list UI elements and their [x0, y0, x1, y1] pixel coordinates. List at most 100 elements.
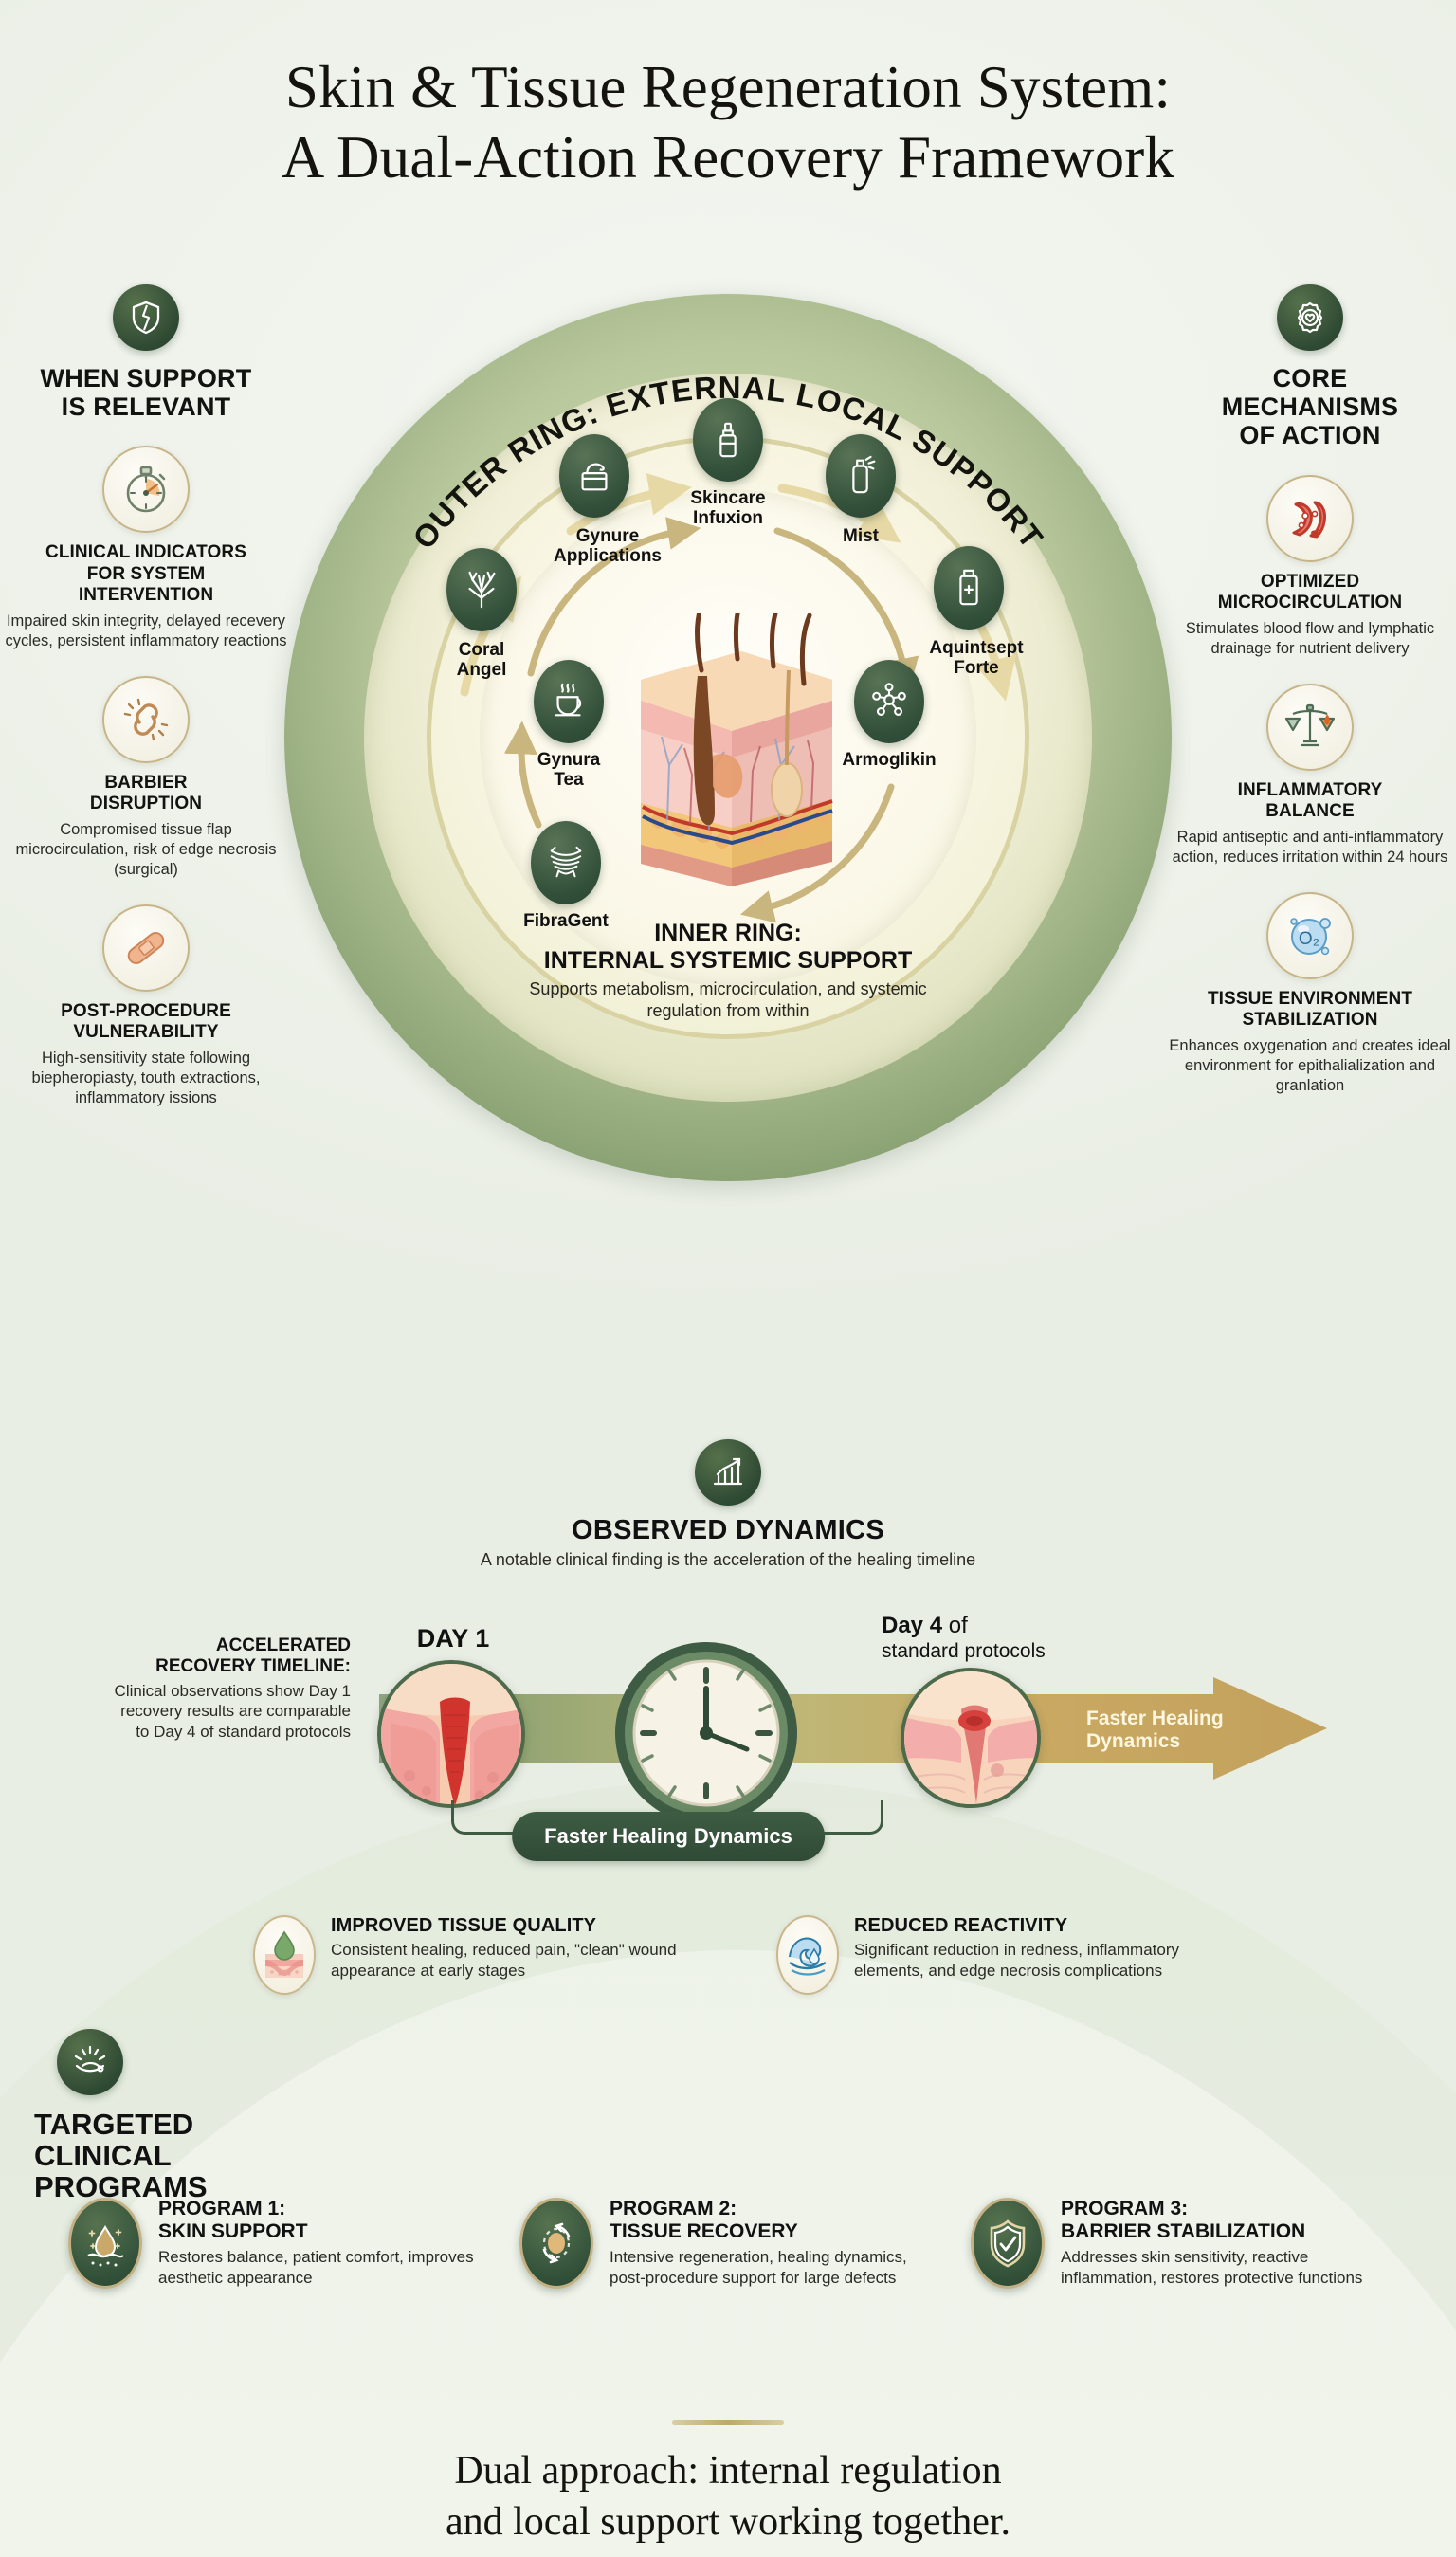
programs-row: PROGRAM 1:SKIN SUPPORT Restores balance,…: [0, 2198, 1456, 2289]
node-coral-angel[interactable]: [446, 548, 517, 631]
node-label-fibragent: FibraGent: [523, 911, 609, 932]
program-skin-support: PROGRAM 1:SKIN SUPPORT Restores balance,…: [68, 2198, 485, 2289]
node-mist[interactable]: [826, 434, 896, 518]
dual-ring-diagram: OUTER RING: EXTERNAL LOCAL SUPPORT: [284, 294, 1172, 1181]
node-aquintsept-forte[interactable]: [934, 546, 1004, 630]
skin-cross-section-illustration: [599, 592, 857, 898]
observed-dynamics-header: OBSERVED DYNAMICS A notable clinical fin…: [0, 1439, 1456, 1571]
program-tissue-recovery: PROGRAM 2:TISSUE RECOVERY Intensive rege…: [519, 2198, 937, 2289]
balance-scale-icon: [1266, 683, 1354, 771]
cream-jar-icon: [581, 463, 608, 491]
node-gynura-tea[interactable]: [534, 660, 604, 743]
program-desc: Intensive regeneration, healing dynamics…: [610, 2248, 907, 2288]
program-title: PROGRAM 1:SKIN SUPPORT: [158, 2198, 308, 2242]
benefit-reduced-reactivity: REDUCED REACTIVITY Significant reduction…: [776, 1915, 1203, 1995]
page-header: Skin & Tissue Regeneration System: A Dua…: [0, 53, 1456, 192]
footer-statement: Dual approach: internal regulation and l…: [0, 2446, 1456, 2548]
observed-dynamics-section: OBSERVED DYNAMICS A notable clinical fin…: [0, 1439, 1456, 1890]
day1-label: DAY 1: [416, 1623, 490, 1653]
day4-label: Day 4 of standard protocols: [882, 1613, 1128, 1663]
skin-layers-drop-icon: [253, 1915, 316, 1995]
right-item-desc: Stimulates blood flow and lymphatic drai…: [1185, 619, 1435, 657]
inner-ring-caption: INNER RING: INTERNAL SYSTEMIC SUPPORT Su…: [491, 920, 965, 1021]
label-text: Mist: [843, 526, 879, 546]
gear-heart-icon: [1277, 284, 1343, 351]
spray-bottle-icon: [852, 455, 876, 494]
svg-text:O₂: O₂: [1299, 929, 1320, 949]
faster-healing-pill: Faster Healing Dynamics: [512, 1811, 825, 1861]
blood-vessel-icon: [1266, 474, 1354, 562]
node-gynure-applications[interactable]: [559, 434, 629, 518]
broken-chain-icon: [102, 675, 190, 763]
inner-ring-title-2: INTERNAL SYSTEMIC SUPPORT: [543, 946, 913, 974]
benefit-title: IMPROVED TISSUE QUALITY: [331, 1915, 597, 1936]
shield-check-icon: [971, 2198, 1045, 2289]
dropper-bottle-icon: [719, 422, 737, 458]
fiber-bundle-icon: [550, 846, 582, 878]
left-item-desc: High-sensitivity state following biepher…: [31, 1049, 261, 1107]
node-label-armoglikin: Armoglikin: [842, 750, 936, 771]
benefit-desc: Significant reduction in redness, inflam…: [854, 1941, 1179, 1980]
inner-ring-desc: Supports metabolism, microcirculation, a…: [529, 979, 927, 1020]
oxygen-bubble-icon: O₂: [1266, 891, 1354, 979]
footer-divider: [672, 2420, 784, 2425]
program-title: PROGRAM 3:BARRIER STABILIZATION: [1061, 2198, 1306, 2242]
wound-day4-photo: [901, 1667, 1041, 1808]
stopwatch-icon: [102, 446, 190, 534]
day4-bold: Day 4: [882, 1612, 943, 1638]
wound-day1-photo: [377, 1659, 525, 1808]
program-barrier-stabilization: PROGRAM 3:BARRIER STABILIZATION Addresse…: [971, 2198, 1388, 2289]
node-armoglikin[interactable]: [854, 660, 924, 743]
node-fibragent[interactable]: [531, 821, 601, 904]
left-item-desc: Impaired skin integrity, delayed recever…: [5, 612, 287, 649]
growth-chart-icon: [695, 1439, 761, 1506]
node-skincare-infuxion[interactable]: [693, 398, 763, 482]
label-text: FibraGent: [523, 911, 609, 931]
coral-branch-icon: [468, 571, 496, 609]
title-line-2: A Dual-Action Recovery Framework: [281, 123, 1175, 191]
program-desc: Addresses skin sensitivity, reactive inf…: [1061, 2248, 1363, 2288]
node-label-mist: Mist: [843, 526, 879, 547]
observed-dynamics-title: OBSERVED DYNAMICS: [571, 1515, 885, 1545]
benefit-desc: Consistent healing, reduced pain, "clean…: [331, 1941, 677, 1980]
right-item-desc: Enhances oxygenation and creates ideal e…: [1169, 1036, 1451, 1094]
analog-clock-icon: [607, 1634, 806, 1837]
benefit-title: REDUCED REACTIVITY: [854, 1915, 1068, 1936]
left-item-desc: Compromised tissue flap microcirculation…: [15, 820, 277, 878]
sparkle-drop-icon: [68, 2198, 142, 2289]
molecule-icon: [872, 683, 906, 716]
right-item-desc: Rapid antiseptic and anti-inflammatory a…: [1172, 828, 1448, 866]
broken-shield-icon: [113, 284, 179, 351]
water-wave-icon: [776, 1915, 839, 1995]
antiseptic-bottle-icon: [959, 569, 978, 606]
footer-line-1: Dual approach: internal regulation: [454, 2449, 1002, 2493]
day4-sub: standard protocols: [882, 1639, 1046, 1662]
